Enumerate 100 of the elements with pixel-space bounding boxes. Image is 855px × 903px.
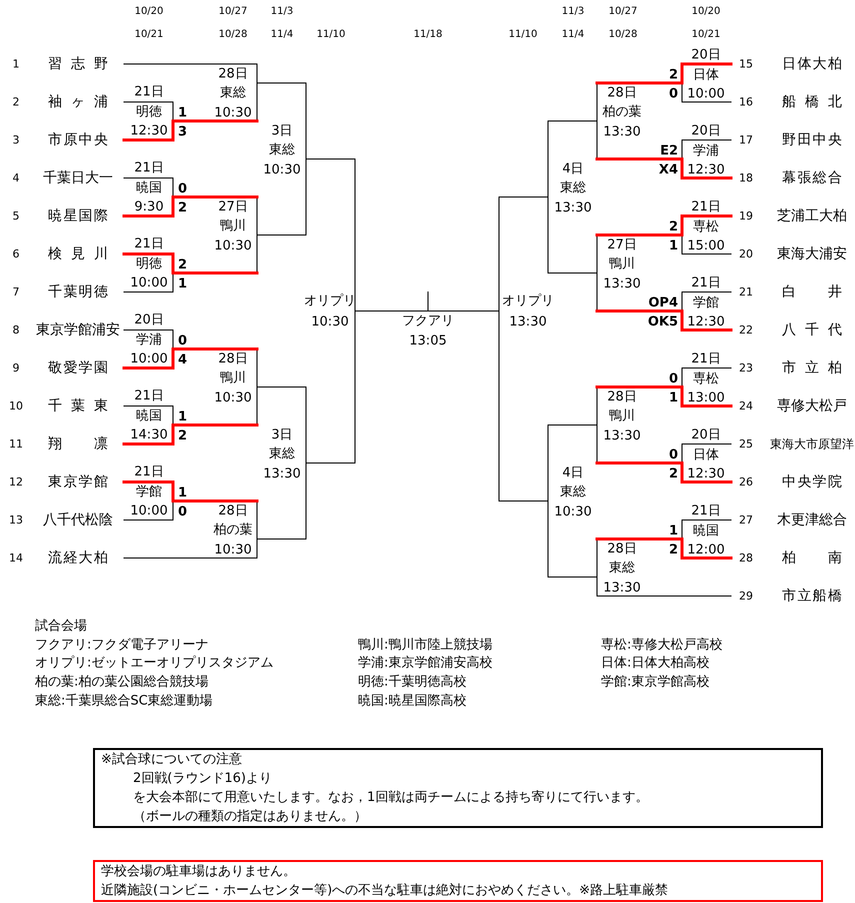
score: 1 <box>178 486 188 500</box>
match-venue: 学浦 <box>136 334 162 346</box>
venue-note: 柏の葉:柏の葉公園総合競技場 <box>35 676 208 688</box>
notice-heading: ※試合球についての注意 <box>101 751 243 769</box>
school-name: 芝浦工大柏 <box>777 209 847 223</box>
date-header: 10/28 <box>218 30 248 40</box>
seed-number: 19 <box>739 210 753 222</box>
score: OP4 <box>648 296 678 310</box>
seed-number: 9 <box>12 362 20 374</box>
match-day: 21日 <box>691 352 721 366</box>
match-time: 13:30 <box>603 430 641 442</box>
match-venue: 東総 <box>269 144 295 156</box>
match-day: 20日 <box>691 124 721 138</box>
notice-text: 近隣施設(コンビニ・ホームセンター等)への不当な駐車は絶対におやめください。※路上駐車厳禁 <box>101 882 670 900</box>
score: 0 <box>668 372 678 386</box>
match-time: 10:30 <box>214 544 252 556</box>
match-venue: 鴨川 <box>609 258 635 270</box>
match-time: 13:30 <box>603 126 641 138</box>
seed-number: 8 <box>12 324 20 336</box>
seed-number: 29 <box>739 590 753 602</box>
date-header: 10/20 <box>134 7 164 17</box>
seed-number: 5 <box>12 210 20 222</box>
school-name: 柏南 <box>782 551 842 565</box>
notice-box <box>93 860 823 902</box>
match-venue: 東総 <box>220 86 246 100</box>
date-header: 11/4 <box>562 30 584 40</box>
match-time: 10:30 <box>311 316 349 328</box>
school-name: 敬愛学園 <box>48 361 108 375</box>
match-venue: オリプリ <box>502 294 554 308</box>
score: 2 <box>178 430 188 442</box>
score: 0 <box>178 182 188 196</box>
match-time: 15:00 <box>687 240 725 252</box>
date-header: 11/3 <box>270 7 294 17</box>
match-day: 27日 <box>607 238 637 252</box>
match-day: 20日 <box>691 428 721 442</box>
school-name: 暁星国際 <box>48 209 108 223</box>
match-venue: 東総 <box>560 486 586 498</box>
score: 2 <box>178 258 188 272</box>
school-name: 野田中央 <box>782 133 842 147</box>
match-venue: 学館 <box>693 296 719 310</box>
seed-number: 24 <box>739 400 753 412</box>
seed-number: 21 <box>739 286 753 298</box>
seed-number: 7 <box>12 286 20 298</box>
match-day: 21日 <box>691 200 721 214</box>
match-day: 28日 <box>607 390 637 404</box>
match-day: 21日 <box>691 276 721 290</box>
match-time: 10:30 <box>263 164 301 176</box>
match-time: 10:30 <box>554 506 592 518</box>
venue-note: 学館:東京学館高校 <box>601 676 710 688</box>
match-time: 12:30 <box>687 468 725 480</box>
match-venue: 東総 <box>269 448 295 460</box>
score: E2 <box>660 144 678 158</box>
venue-note: フクアリ:フクダ電子アリーナ <box>35 638 208 652</box>
match-day: 28日 <box>218 68 248 80</box>
match-time: 14:30 <box>130 428 168 442</box>
match-time: 13:30 <box>603 278 641 290</box>
school-name: 千葉日大一 <box>43 171 113 185</box>
match-time: 12:30 <box>687 164 725 176</box>
school-name: 八千代松陰 <box>43 513 113 527</box>
seed-number: 10 <box>9 400 23 412</box>
match-time: 13:00 <box>687 392 725 404</box>
seed-number: 12 <box>9 476 23 488</box>
match-day: 4日 <box>562 466 584 480</box>
notice-box <box>93 748 823 828</box>
match-venue: 専松 <box>693 372 719 386</box>
score: 1 <box>178 106 188 120</box>
match-day: 3日 <box>271 124 293 138</box>
seed-number: 16 <box>739 96 753 108</box>
date-header: 11/10 <box>316 30 346 40</box>
match-day: 20日 <box>134 314 164 326</box>
school-name: 習志野 <box>48 57 108 71</box>
match-venue: 柏の葉 <box>602 106 642 118</box>
school-name: 八千代 <box>782 323 842 337</box>
match-day: 28日 <box>218 504 248 518</box>
match-time: 10:30 <box>214 392 252 404</box>
school-name: 流経大柏 <box>48 551 108 565</box>
match-day: 21日 <box>691 504 721 518</box>
school-name: 船橋北 <box>782 95 842 109</box>
score: 0 <box>178 506 188 518</box>
date-header: 11/18 <box>414 30 442 40</box>
school-name: 袖ヶ浦 <box>48 95 108 109</box>
score: 3 <box>178 126 188 138</box>
match-time: 13:30 <box>554 202 592 214</box>
score: 2 <box>668 220 678 234</box>
seed-number: 6 <box>12 248 20 260</box>
school-name: 東海大市原望洋 <box>770 438 854 450</box>
match-day: 21日 <box>134 390 164 402</box>
school-name: 白井 <box>782 285 842 299</box>
score: 2 <box>668 468 678 480</box>
notice-text: 2回戦(ラウンド16)より <box>132 770 273 788</box>
match-venue: 暁国 <box>136 410 162 422</box>
match-venue: フクアリ <box>402 314 454 328</box>
match-venue: 東総 <box>609 562 635 574</box>
match-day: 28日 <box>607 86 637 100</box>
match-time: 12:30 <box>687 316 725 328</box>
match-venue: 学館 <box>136 486 162 498</box>
match-time: 10:00 <box>130 276 168 290</box>
notice-text: を大会本部にて用意いたします。なお，1回戦は両チームによる持ち寄りにて行います。 <box>132 789 650 807</box>
match-time: 10:00 <box>687 88 725 100</box>
score: 0 <box>668 88 678 100</box>
